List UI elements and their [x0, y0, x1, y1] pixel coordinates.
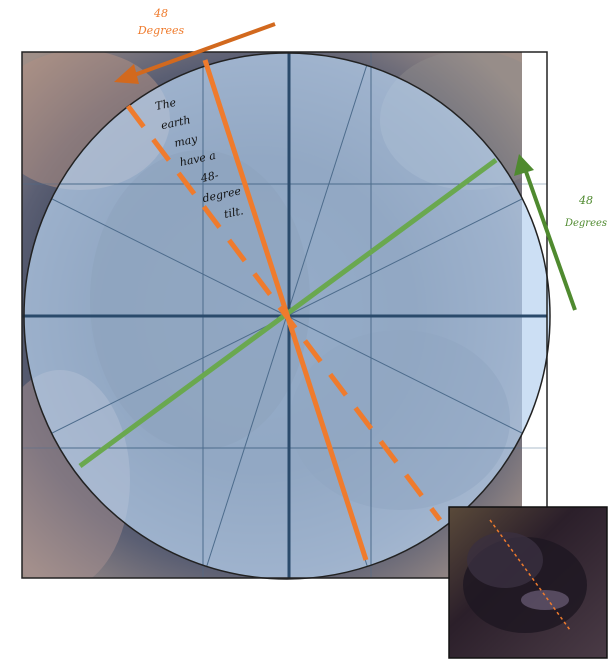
right-degree-unit: Degrees — [564, 218, 607, 229]
circle-outline — [23, 52, 551, 580]
top-degree-number: 48 — [153, 7, 168, 20]
note-word: 48- — [199, 169, 220, 186]
top-arrow — [114, 22, 276, 84]
top-degree-unit: Degrees — [137, 24, 185, 37]
inset-dotted-line — [489, 519, 571, 631]
note-word: earth — [160, 113, 192, 132]
orange-axis-line — [202, 59, 369, 561]
note-word: tilt. — [223, 204, 245, 221]
inset-photo — [448, 506, 608, 659]
right-degree-number: 48 — [578, 194, 593, 207]
note-word: The — [154, 96, 178, 113]
note-word: may — [173, 132, 199, 150]
frame-outline — [21, 51, 548, 579]
orange-dashed-line — [126, 104, 442, 522]
right-arrow — [514, 154, 577, 311]
